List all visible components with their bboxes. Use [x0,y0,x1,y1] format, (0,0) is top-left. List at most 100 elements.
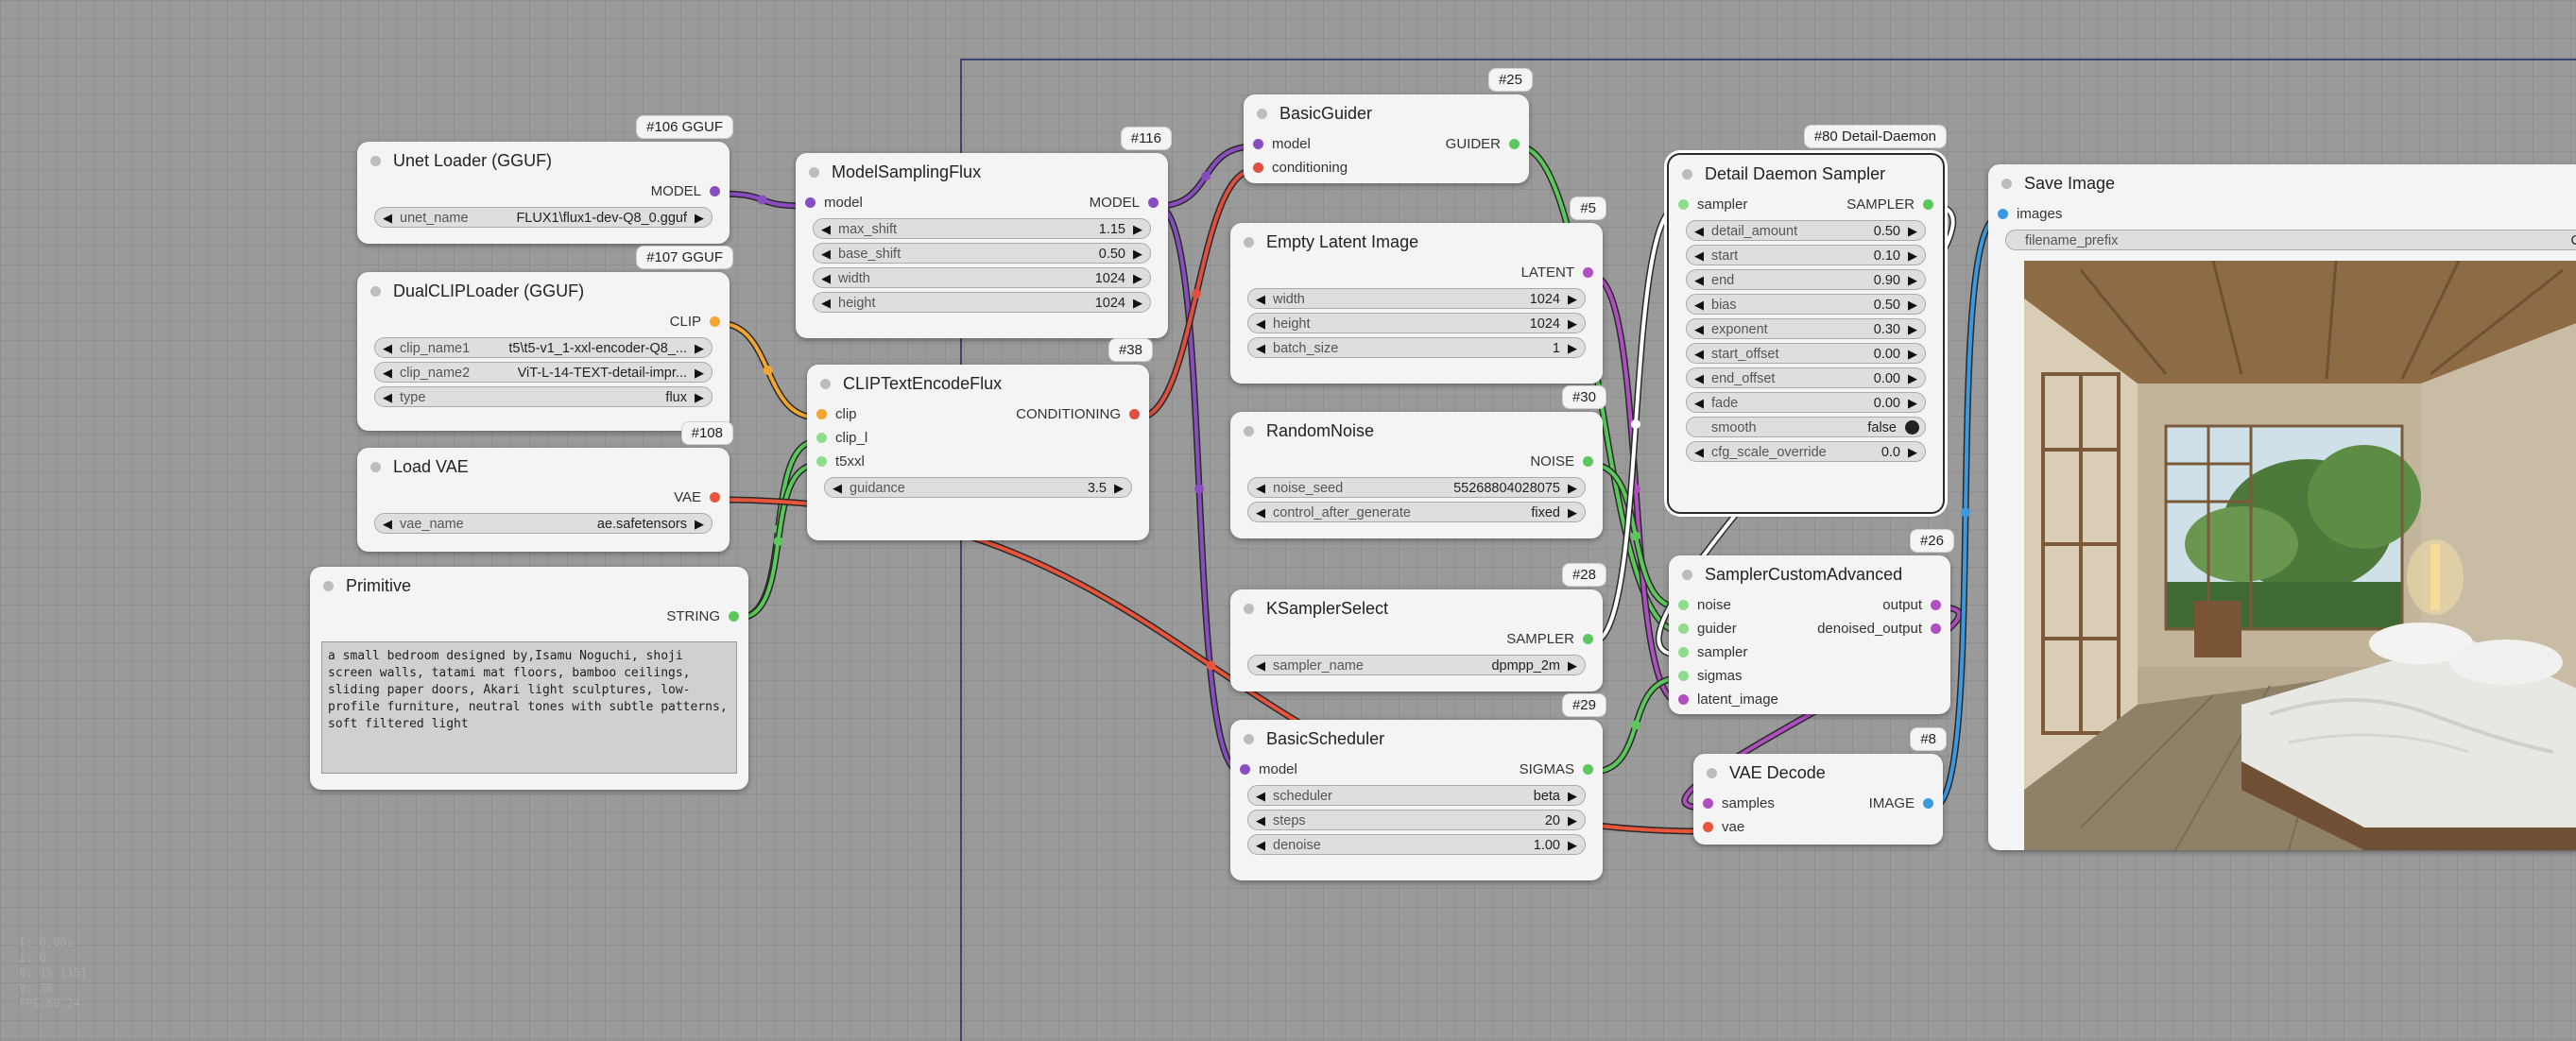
arrow-left-icon[interactable]: ◀ [1694,248,1704,263]
input-vae-dot[interactable] [1703,822,1713,832]
model-wire[interactable] [717,192,807,208]
output-string-dot[interactable] [729,611,739,622]
output-model-dot[interactable] [1148,197,1159,208]
arrow-right-icon[interactable]: ▶ [1568,789,1577,803]
arrow-left-icon[interactable]: ◀ [1694,298,1704,312]
arrow-left-icon[interactable]: ◀ [821,296,831,310]
node-unet-loader[interactable]: #106 GGUF Unet Loader (GGUF) MODEL ◀unet… [357,115,733,244]
node-primitive[interactable]: Primitive STRING a small bedroom designe… [310,567,748,790]
arrow-right-icon[interactable]: ▶ [1568,341,1577,355]
input-guider-dot[interactable] [1678,623,1689,634]
arrow-left-icon[interactable]: ◀ [821,222,831,236]
output-conditioning-dot[interactable] [1129,409,1140,419]
arrow-right-icon[interactable]: ▶ [1114,481,1124,495]
arrow-right-icon[interactable]: ▶ [1568,505,1577,520]
arrow-left-icon[interactable]: ◀ [1256,481,1265,495]
input-model-dot[interactable] [1253,139,1263,149]
arrow-right-icon[interactable]: ▶ [1908,396,1917,410]
arrow-right-icon[interactable]: ▶ [1908,273,1917,287]
collapse-dot-icon[interactable] [2001,179,2012,189]
arrow-left-icon[interactable]: ◀ [383,517,392,531]
output-output-dot[interactable] [1931,600,1941,610]
arrow-right-icon[interactable]: ▶ [1908,298,1917,312]
output-sigmas-dot[interactable] [1583,764,1593,775]
collapse-dot-icon[interactable] [1682,169,1692,179]
arrow-right-icon[interactable]: ▶ [1568,316,1577,331]
arrow-left-icon[interactable]: ◀ [1256,813,1265,828]
arrow-left-icon[interactable]: ◀ [833,481,842,495]
arrow-left-icon[interactable]: ◀ [1256,341,1265,355]
input-sigmas-dot[interactable] [1678,671,1689,681]
toggle-knob-icon[interactable] [1905,420,1919,435]
collapse-dot-icon[interactable] [820,379,831,389]
input-model-dot[interactable] [1240,764,1250,775]
arrow-right-icon[interactable]: ▶ [695,211,704,225]
collapse-dot-icon[interactable] [323,581,334,591]
prompt-textarea[interactable]: a small bedroom designed by,Isamu Noguch… [321,641,737,774]
arrow-right-icon[interactable]: ▶ [1133,296,1142,310]
arrow-right-icon[interactable]: ▶ [1568,838,1577,852]
arrow-right-icon[interactable]: ▶ [1908,248,1917,263]
arrow-right-icon[interactable]: ▶ [1133,247,1142,261]
output-denoised-dot[interactable] [1931,623,1941,634]
arrow-right-icon[interactable]: ▶ [1908,445,1917,459]
output-clip-dot[interactable] [710,316,720,327]
arrow-left-icon[interactable]: ◀ [1256,505,1265,520]
arrow-left-icon[interactable]: ◀ [383,366,392,380]
arrow-left-icon[interactable]: ◀ [1256,658,1265,673]
collapse-dot-icon[interactable] [370,156,381,166]
arrow-right-icon[interactable]: ▶ [695,390,704,404]
filename-prefix-widget[interactable]: filename_prefixCo [2005,230,2576,250]
input-model-dot[interactable] [805,197,816,208]
arrow-left-icon[interactable]: ◀ [1694,347,1704,361]
arrow-right-icon[interactable]: ▶ [1133,271,1142,285]
arrow-left-icon[interactable]: ◀ [1256,316,1265,331]
input-samples-dot[interactable] [1703,798,1713,809]
collapse-dot-icon[interactable] [809,167,819,178]
arrow-right-icon[interactable]: ▶ [1908,347,1917,361]
arrow-right-icon[interactable]: ▶ [695,517,704,531]
collapse-dot-icon[interactable] [1257,109,1267,119]
collapse-dot-icon[interactable] [1244,604,1254,614]
input-clip-dot[interactable] [816,409,827,419]
string-t5-midpoint[interactable] [773,537,783,546]
arrow-right-icon[interactable]: ▶ [1908,322,1917,336]
arrow-right-icon[interactable]: ▶ [1568,481,1577,495]
arrow-left-icon[interactable]: ◀ [1694,273,1704,287]
input-t5xxl-dot[interactable] [816,456,827,467]
arrow-right-icon[interactable]: ▶ [1908,224,1917,238]
output-sampler-dot[interactable] [1583,634,1593,644]
output-noise-dot[interactable] [1583,456,1593,467]
arrow-left-icon[interactable]: ◀ [1256,789,1265,803]
input-conditioning-dot[interactable] [1253,162,1263,173]
arrow-left-icon[interactable]: ◀ [1694,371,1704,385]
collapse-dot-icon[interactable] [1707,768,1717,778]
output-guider-dot[interactable] [1509,139,1520,149]
input-clip-l-dot[interactable] [816,433,827,443]
node-ksampler-select[interactable]: #28 KSamplerSelect SAMPLER ◀sampler_name… [1230,563,1606,691]
input-noise-dot[interactable] [1678,600,1689,610]
input-sampler-dot[interactable] [1678,647,1689,657]
arrow-right-icon[interactable]: ▶ [1568,813,1577,828]
arrow-left-icon[interactable]: ◀ [1694,396,1704,410]
